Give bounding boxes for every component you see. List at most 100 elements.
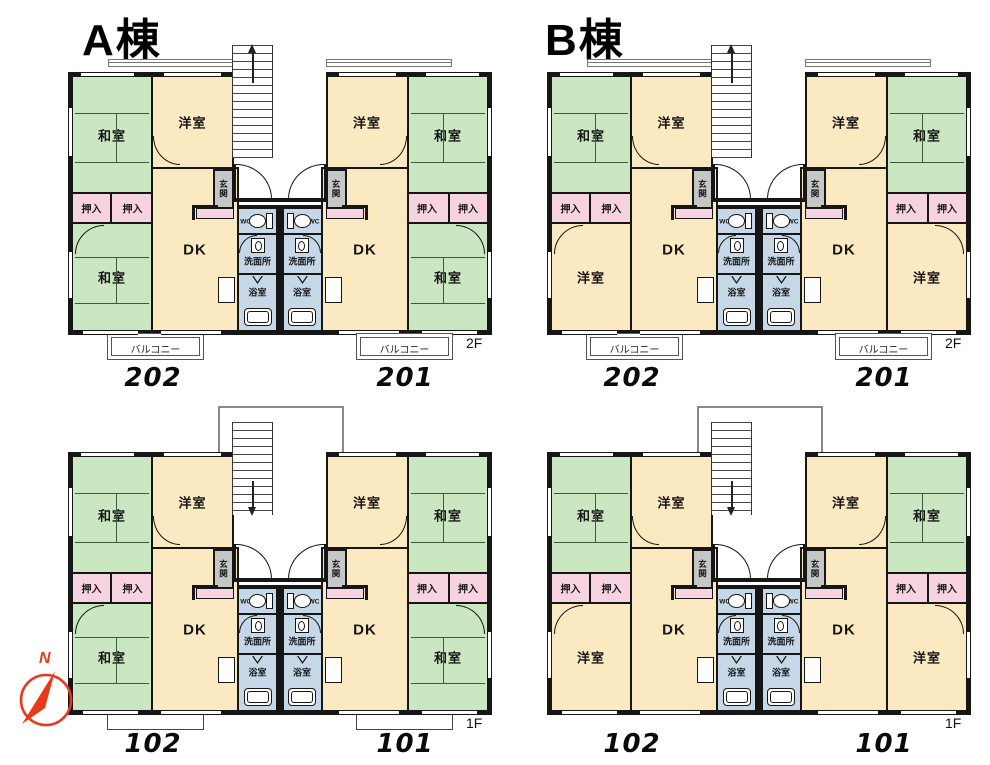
toilet-icon bbox=[294, 214, 311, 228]
entrance-genkan: 玄関 bbox=[213, 169, 234, 209]
floor-label: 2F bbox=[945, 335, 962, 351]
floor-label: 2F bbox=[466, 335, 483, 351]
entrance-canopy-outline bbox=[218, 406, 344, 452]
door-leaf bbox=[234, 164, 236, 200]
floor-label: 1F bbox=[945, 715, 962, 731]
room-label: DK bbox=[832, 241, 856, 258]
window-mark bbox=[68, 488, 73, 536]
tatami-line bbox=[594, 492, 596, 544]
room-wc: WC bbox=[759, 205, 802, 235]
bathtub-icon bbox=[767, 688, 796, 706]
floorplan-b-2f: 和室 押入 押入 洋室 洋室 DK 玄関 WC 洗面所 浴室 bbox=[547, 44, 971, 393]
room-yokushitsu: 浴室 bbox=[280, 273, 323, 335]
room-label: 洋室 bbox=[912, 650, 942, 666]
folding-door-mark bbox=[731, 276, 742, 284]
toilet-tank-icon bbox=[266, 213, 273, 229]
room-label: 押入 bbox=[560, 204, 581, 216]
room-washitsu-north: 和室 bbox=[68, 72, 153, 194]
room-label: 玄関 bbox=[810, 179, 821, 199]
room-label: 浴室 bbox=[772, 287, 791, 297]
toilet-icon bbox=[773, 594, 790, 608]
room-yokushitsu: 浴室 bbox=[759, 653, 802, 715]
entrance-step bbox=[675, 588, 713, 599]
appliance-box bbox=[697, 277, 714, 303]
staircase bbox=[232, 44, 273, 158]
closet-oshiire: 押入 bbox=[884, 192, 929, 224]
toilet-tank-icon bbox=[287, 593, 294, 609]
room-label: 和室 bbox=[576, 508, 606, 523]
wall-corner bbox=[671, 205, 697, 220]
floorplan-a-2f: 和室 押入 押入 和室 洋室 DK 玄関 WC 洗面所 浴室 bbox=[68, 44, 492, 393]
door-leaf bbox=[713, 164, 715, 200]
window-mark bbox=[562, 330, 617, 335]
room-label: 押入 bbox=[601, 204, 622, 216]
unit-number: 102 bbox=[603, 729, 661, 759]
room-label: DK bbox=[183, 241, 207, 258]
closet-oshiire: 押入 bbox=[589, 572, 634, 604]
room-label: 浴室 bbox=[248, 287, 267, 297]
tatami-line bbox=[443, 492, 445, 544]
terrace bbox=[107, 715, 204, 730]
window-mark bbox=[966, 252, 971, 298]
room-label: 押入 bbox=[122, 204, 143, 216]
room-senmenjo: 洗面所 bbox=[237, 233, 280, 275]
bathtub-icon bbox=[243, 308, 272, 326]
room-label: 洗面所 bbox=[243, 256, 272, 267]
balcony: バルコニー bbox=[586, 333, 683, 360]
building-a-title: A棟 bbox=[82, 16, 162, 65]
eave-line bbox=[108, 59, 234, 67]
entrance-genkan: 玄関 bbox=[326, 549, 347, 589]
tatami-line bbox=[922, 112, 924, 164]
window-mark bbox=[426, 452, 479, 457]
eave-line bbox=[587, 59, 713, 67]
toilet-icon bbox=[249, 594, 266, 608]
window-mark bbox=[339, 452, 396, 457]
balcony: バルコニー bbox=[107, 333, 204, 360]
wall-corner bbox=[671, 585, 697, 600]
unit-number: 202 bbox=[124, 363, 182, 393]
unit-right: 和室 押入 押入 洋室 洋室 DK 玄関 WC 洗面所 浴室 bbox=[759, 452, 971, 715]
north-label: N bbox=[39, 650, 51, 667]
room-label: 押入 bbox=[896, 584, 917, 596]
terrace bbox=[356, 715, 453, 730]
window-mark bbox=[818, 72, 875, 77]
room-label: 押入 bbox=[458, 204, 479, 216]
eave-line bbox=[805, 59, 931, 67]
room-yokushitsu: 浴室 bbox=[716, 653, 759, 715]
room-label: 和室 bbox=[912, 128, 942, 143]
entrance-wall bbox=[232, 578, 328, 582]
window-mark bbox=[487, 108, 492, 156]
entrance-genkan: 玄関 bbox=[326, 169, 347, 209]
tatami-line bbox=[443, 112, 445, 164]
room-label: 押入 bbox=[601, 584, 622, 596]
stair-direction-arrow bbox=[727, 44, 735, 83]
folding-door-mark bbox=[731, 656, 742, 664]
room-label: 和室 bbox=[97, 128, 127, 143]
folding-door-mark bbox=[252, 656, 263, 664]
unit-number: 101 bbox=[855, 729, 913, 759]
closet-oshiire: 押入 bbox=[68, 572, 112, 604]
window-mark bbox=[562, 710, 617, 715]
window-mark bbox=[83, 330, 138, 335]
room-yokushitsu: 浴室 bbox=[237, 273, 280, 335]
room-label: 和室 bbox=[433, 508, 463, 523]
toilet-icon bbox=[773, 214, 790, 228]
floorplan-a-1f: 和室 押入 押入 和室 洋室 DK 玄関 WC 洗面所 浴室 bbox=[68, 406, 492, 759]
closet-oshiire: 押入 bbox=[927, 192, 971, 224]
stair-direction-arrow bbox=[248, 481, 256, 516]
room-senmenjo: 洗面所 bbox=[280, 233, 323, 275]
wall-corner bbox=[192, 585, 218, 600]
room-label: 玄関 bbox=[697, 559, 708, 579]
tatami-line bbox=[594, 112, 596, 164]
window-mark bbox=[487, 632, 492, 678]
door-leaf bbox=[234, 544, 236, 580]
closet-oshiire: 押入 bbox=[405, 572, 450, 604]
room-label: 和室 bbox=[912, 508, 942, 523]
room-label: 押入 bbox=[458, 584, 479, 596]
room-label: 洋室 bbox=[832, 495, 861, 511]
room-label: 和室 bbox=[97, 508, 127, 523]
room-wc: WC bbox=[759, 585, 802, 615]
room-label: 押入 bbox=[81, 204, 102, 216]
appliance-box bbox=[218, 657, 235, 683]
window-mark bbox=[818, 452, 875, 457]
